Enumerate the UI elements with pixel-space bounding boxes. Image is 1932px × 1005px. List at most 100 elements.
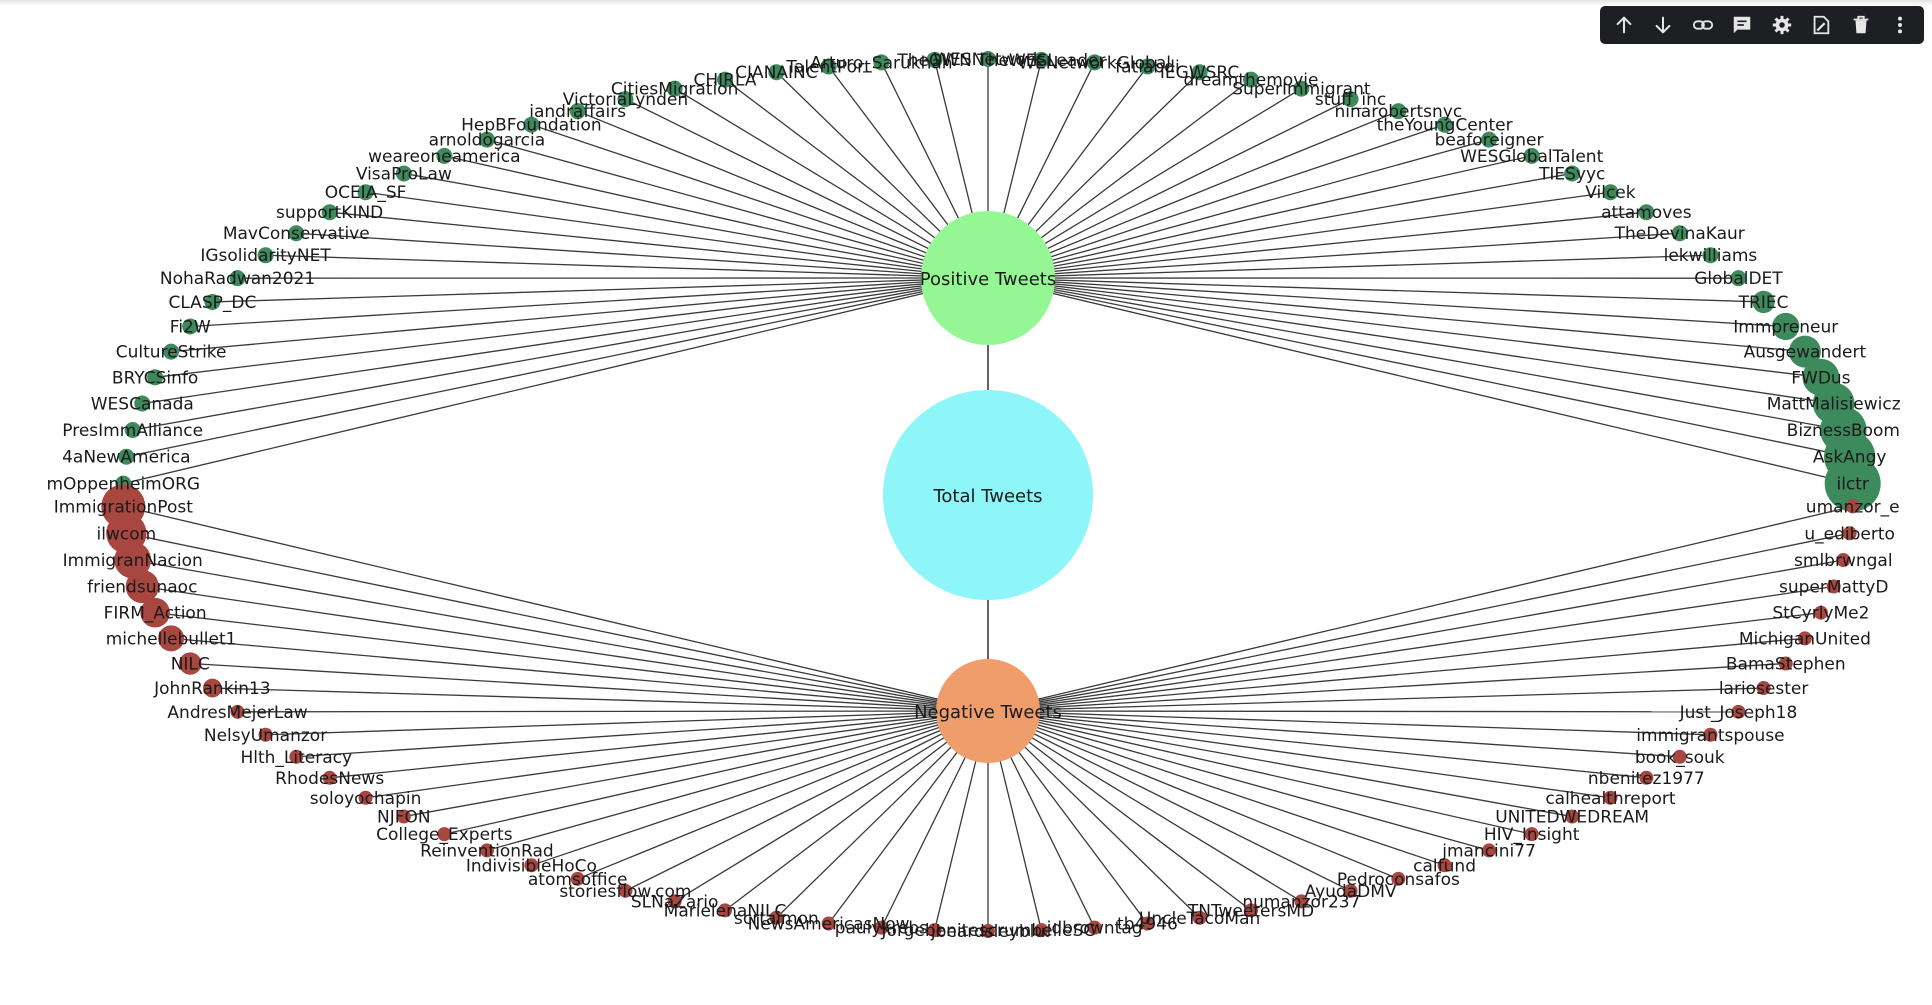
positive-node-vilcek — [1602, 184, 1619, 201]
delete-button[interactable] — [1844, 8, 1878, 42]
positive-label-wescanada: WESCanada — [91, 394, 194, 414]
negative-label-pedroconsafos: Pedroconsafos — [1337, 870, 1460, 890]
negative-node-slnazario — [667, 894, 682, 909]
negative-node-lariosester — [1756, 681, 1771, 696]
positive-node-ninarobertsnyc — [1390, 103, 1407, 120]
positive-node-fatiabdi — [1139, 58, 1156, 75]
negative-edge — [987, 710, 1532, 835]
positive-edge — [987, 254, 1711, 279]
negative-label-stcyrlyme2: StCyrlyMe2 — [1772, 604, 1869, 624]
negative-node-numanzor237 — [1294, 894, 1309, 909]
negative-edge — [237, 710, 989, 713]
negative-node-newsamericasnow — [821, 916, 836, 931]
negative-label-andresmejerlaw: AndresMejerLaw — [167, 703, 307, 723]
positive-node-triec — [1752, 290, 1775, 314]
positive-label-askangy: AskAngy — [1813, 448, 1887, 468]
positive-label-mattmalisiewicz: MattMalisiewicz — [1767, 394, 1901, 414]
negative-edge — [171, 637, 989, 712]
positive-edge — [987, 277, 1850, 458]
negative-node-rhodesnews — [322, 770, 337, 785]
positive-label-arnoldogarcia: arnoldogarcia — [429, 131, 546, 151]
negative-node-jmancini77 — [1482, 843, 1497, 858]
negative-node-immigrantspouse — [1703, 727, 1718, 742]
negative-node-firm-action — [140, 597, 170, 628]
positive-label-superimmigrant: SuperImmigrant — [1232, 80, 1371, 100]
negative-node-supermattyd — [1826, 579, 1841, 594]
positive-edge — [987, 98, 1351, 279]
negative-label-jorgebenites: Jorgebenites — [881, 921, 988, 941]
negative-node-smlbrwngal — [1836, 553, 1851, 568]
negative-node-unitedwedream — [1565, 809, 1580, 824]
negative-label-supermattyd: superMattyD — [1779, 578, 1888, 598]
positive-node-weareoneamerica — [436, 147, 453, 164]
move-down-button[interactable] — [1646, 8, 1680, 42]
positive-edge — [296, 232, 989, 279]
positive-label-visaprolaw: VisaProLaw — [356, 164, 452, 184]
positive-label-iandraffairs: iandraffairs — [529, 102, 626, 122]
comment-button[interactable] — [1725, 8, 1759, 42]
positive-label-weareoneamerica: weareoneamerica — [368, 147, 520, 167]
positive-label-ilctr: ilctr — [1836, 475, 1868, 495]
positive-label-theyoungcenter: theYoungCenter — [1377, 116, 1513, 136]
link-button[interactable] — [1686, 8, 1720, 42]
positive-label-vilcek: Vilcek — [1585, 183, 1636, 203]
positive-label-citiesmigration: CitiesMigration — [611, 80, 738, 100]
negative-label-reinventionrad: ReinventionRad — [420, 841, 554, 861]
negative-label-immigrannacion: ImmigranNacion — [63, 551, 203, 571]
negative-label-jbeardsleyblu: jbeardsleyblu — [930, 922, 1045, 942]
positive-edge — [987, 232, 1680, 279]
move-up-button[interactable] — [1607, 8, 1641, 42]
negative-label-immigrationpost: ImmigrationPost — [54, 497, 194, 517]
positive-node-ilctr — [1824, 455, 1881, 512]
positive-label-talentport: TalentPort — [785, 57, 871, 77]
negative-node-michellebullet1 — [158, 625, 185, 652]
negative-label-slnazario: SLNaZario — [631, 892, 719, 912]
settings-button[interactable] — [1765, 8, 1799, 42]
positive-node-iandraffairs — [569, 103, 586, 120]
positive-label-igsolidaritynet: IGsolidarityNET — [200, 246, 331, 266]
more-button[interactable] — [1883, 8, 1917, 42]
negative-label-smlbrwngal: smlbrwngal — [1794, 551, 1893, 571]
negative-edge — [987, 710, 1399, 880]
positive-edge — [155, 277, 989, 378]
negative-edge — [987, 532, 1850, 712]
negative-label-unitedwedream: UNITEDWEDREAM — [1495, 808, 1649, 828]
total-tweets-node — [883, 390, 1093, 600]
negative-node-calfund — [1437, 858, 1452, 873]
cell-divider — [0, 0, 1932, 6]
negative-edge — [212, 687, 989, 712]
negative-node-friendsunaoc — [125, 569, 159, 604]
positive-node-4anewamerica — [118, 448, 135, 465]
negative-edge — [577, 710, 989, 880]
positive-edge — [365, 191, 989, 279]
positive-label-culturestrike: CultureStrike — [116, 343, 227, 363]
negative-node-jbeardsleyblu — [981, 924, 995, 938]
negative-edge — [531, 710, 989, 866]
negative-edge — [987, 710, 1252, 911]
negative-label-storiesflow-com: storiesflow.com — [559, 882, 691, 902]
positive-edge — [987, 124, 1445, 279]
total-tweets-label: Total Tweets — [932, 486, 1042, 507]
positive-node-stuff-inc — [1342, 91, 1359, 108]
positive-label-attamoves: attamoves — [1601, 203, 1692, 223]
negative-node-hlth-literacy — [289, 749, 304, 764]
negative-edge — [190, 662, 989, 712]
positive-edge — [987, 155, 1532, 279]
negative-label-atomsoffice: atomsoffice — [528, 870, 628, 890]
leaf-node-layer — [101, 51, 1881, 938]
positive-node-wenetworkglobal — [1086, 54, 1103, 71]
edit-cell-button[interactable] — [1804, 8, 1838, 42]
positive-node-victorialynden — [617, 91, 634, 108]
negative-node-marielenanilc — [718, 903, 733, 918]
negative-node-pedroconsafos — [1391, 871, 1406, 886]
negative-label-u-ediberto: u_ediberto — [1804, 524, 1895, 544]
negative-edge — [365, 710, 989, 799]
negative-tweets-label: Negative Tweets — [914, 702, 1062, 723]
negative-edge — [987, 710, 1739, 713]
negative-label-book-souk: book_souk — [1635, 748, 1725, 768]
positive-edge — [531, 124, 989, 279]
negative-label-nelsyumanzor: NelsyUmanzor — [204, 726, 327, 746]
positive-label-theown: TheOWN — [896, 51, 972, 71]
negative-edge — [987, 710, 1647, 779]
